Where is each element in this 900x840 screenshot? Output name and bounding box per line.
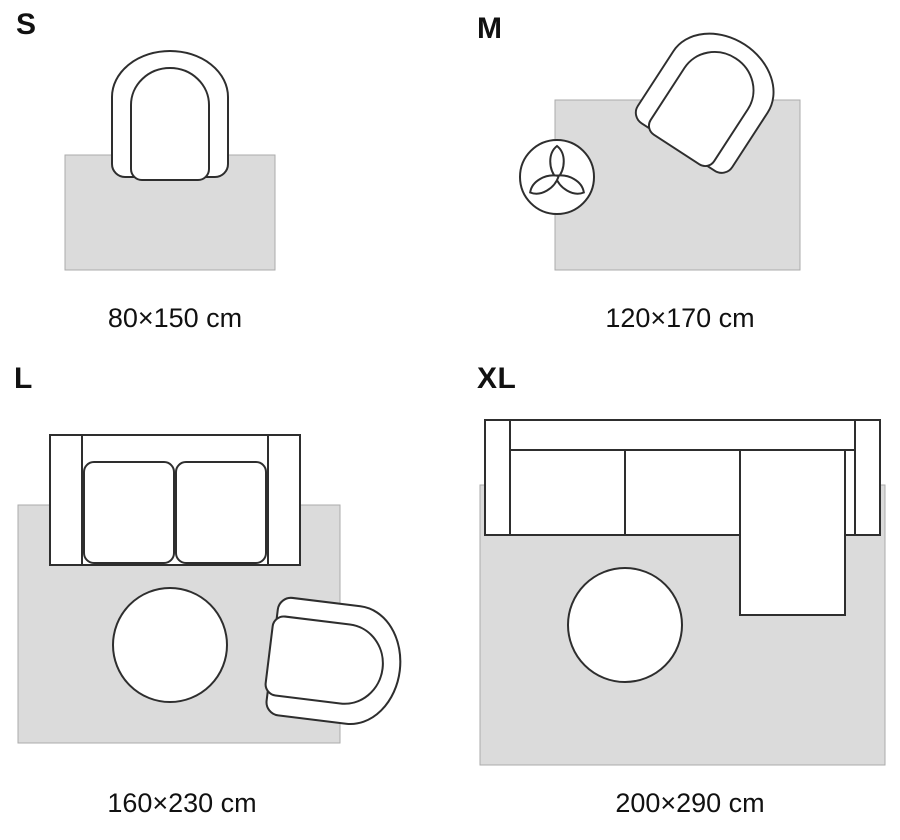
panel-xl: XL 200×290 cm xyxy=(450,350,900,840)
panel-s-illustration xyxy=(64,50,276,271)
round-table-icon xyxy=(112,587,228,703)
armchair-icon xyxy=(260,594,408,731)
panel-l-illustration xyxy=(17,434,408,744)
panel-m-illustration xyxy=(519,12,801,271)
panel-l-label: L xyxy=(14,362,33,395)
armchair-icon xyxy=(111,50,229,181)
corner-sofa-icon xyxy=(484,419,881,616)
panel-s-size: 80×150 cm xyxy=(107,303,243,333)
panel-l: L 160×230 cm xyxy=(0,350,450,840)
panel-s: S 80×150 cm xyxy=(0,0,450,350)
panel-m-label: M xyxy=(477,12,503,45)
panel-xl-size: 200×290 cm xyxy=(615,788,765,818)
panel-m-size: 120×170 cm xyxy=(605,303,755,333)
panel-xl-label: XL xyxy=(477,362,517,395)
panel-s-label: S xyxy=(16,8,37,41)
panel-m: M 120×170 cm xyxy=(450,0,900,350)
round-table-icon xyxy=(567,567,683,683)
panel-xl-illustration xyxy=(479,419,886,766)
two-seat-sofa-icon xyxy=(49,434,301,566)
panel-l-size: 160×230 cm xyxy=(107,788,257,818)
plant-icon xyxy=(519,139,595,215)
